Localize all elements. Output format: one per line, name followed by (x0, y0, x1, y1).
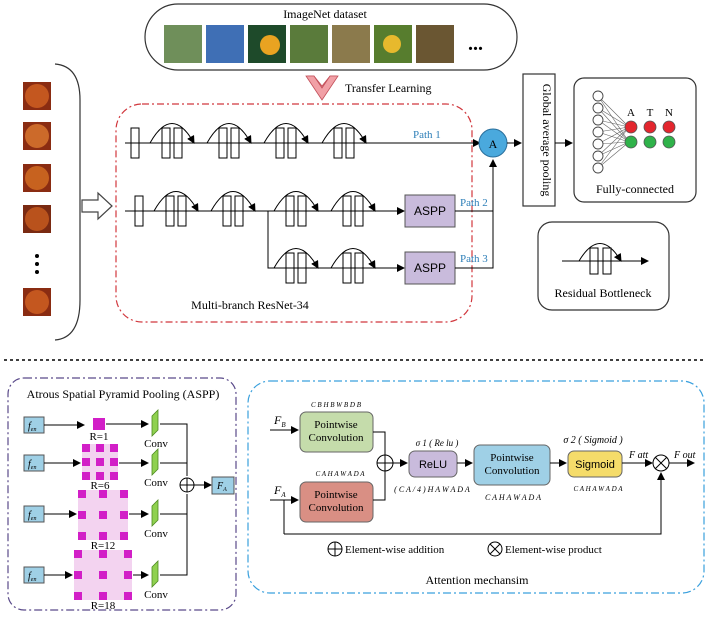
residual-label: Residual Bottleneck (555, 286, 652, 300)
left-bracket (54, 63, 81, 341)
svg-text:fen: fen (28, 459, 36, 471)
rate-label-6: R=6 (90, 480, 110, 492)
legend-product-label: Element-wise product (505, 544, 602, 556)
rate-grid-12 (78, 490, 128, 540)
path2-label: Path 2 (460, 197, 488, 209)
path3-label: Path 3 (460, 253, 488, 265)
dim-b: C B H B W B D B (311, 401, 362, 409)
sigmoid-box (567, 450, 623, 478)
rate-grid-1 (93, 418, 105, 430)
gap-box (522, 73, 556, 207)
conv-label-4: Conv (144, 589, 168, 601)
rate-grid-18 (74, 550, 132, 600)
sigma1-label: σ 1 ( Re lu ) (416, 438, 459, 448)
legend-add-label: Element-wise addition (345, 544, 445, 556)
rate-label-1: R=1 (89, 431, 108, 443)
fc-label: Fully-connected (596, 182, 674, 196)
conv-label-3: Conv (144, 528, 168, 540)
aspp-panel-title: Atrous Spatial Pyramid Pooling (ASPP) (27, 387, 220, 401)
imagenet-thumbnails (164, 25, 454, 63)
relu-box (408, 450, 458, 478)
dim-pw3: C A H A W A D A (485, 493, 541, 502)
path1-label: Path 1 (413, 129, 441, 141)
aspp-output-box (211, 476, 235, 495)
resnet-box (115, 103, 473, 323)
svg-text:F att: F att (628, 450, 648, 461)
attention-panel (247, 380, 705, 594)
aspp-inputs (23, 416, 45, 584)
gap-label: Global average pooling (540, 84, 554, 197)
class-label-n: N (665, 107, 673, 119)
conv-slabs (151, 409, 159, 588)
rate-label-18: R=18 (91, 600, 116, 612)
fundus-vertical-dots (35, 254, 39, 274)
dim-a1: C A H A W A D A (315, 470, 365, 478)
svg-text:FA: FA (216, 481, 227, 493)
aspp-box-path3 (404, 251, 456, 285)
resnet-label: Multi-branch ResNet-34 (191, 298, 309, 312)
aspp-panel (7, 377, 237, 611)
svg-text:FB: FB (273, 413, 286, 429)
imagenet-panel (144, 3, 518, 71)
rate-label-12: R=12 (91, 540, 116, 552)
svg-text:fen: fen (28, 421, 36, 433)
conv-label-2: Conv (144, 477, 168, 489)
aggregation-label: A (489, 137, 498, 151)
relu-label: ReLU (419, 459, 447, 471)
pointwise-conv-a (299, 481, 374, 523)
class-label-a: A (627, 107, 635, 119)
transfer-label: Transfer Learning (345, 81, 432, 95)
input-arrow (81, 191, 113, 221)
rate-grid-6 (82, 444, 118, 480)
sigma2-label: σ 2 ( Sigmoid ) (563, 435, 623, 446)
pointwise-conv-att (473, 444, 551, 486)
aspp-label-path3: ASPP (414, 261, 446, 275)
svg-text:fen: fen (28, 571, 36, 583)
dim-relu: ( C A / 4 ) H A W A D A (394, 485, 470, 494)
svg-text:F out: F out (673, 450, 696, 461)
aspp-label-path2: ASPP (414, 204, 446, 218)
svg-text:fen: fen (28, 510, 36, 522)
imagenet-label: ImageNet dataset (283, 7, 367, 21)
conv-label-1: Conv (144, 438, 168, 450)
class-label-t: T (647, 107, 654, 119)
attention-title: Attention mechansim (426, 573, 530, 587)
fundus-images (23, 82, 51, 316)
imagenet-ellipsis: ... (468, 33, 483, 55)
svg-text:FA: FA (273, 483, 286, 499)
dim-sig: C A H A W A D A (573, 485, 623, 493)
fc-output-nodes (624, 120, 676, 149)
sigmoid-label: Sigmoid (575, 459, 615, 471)
